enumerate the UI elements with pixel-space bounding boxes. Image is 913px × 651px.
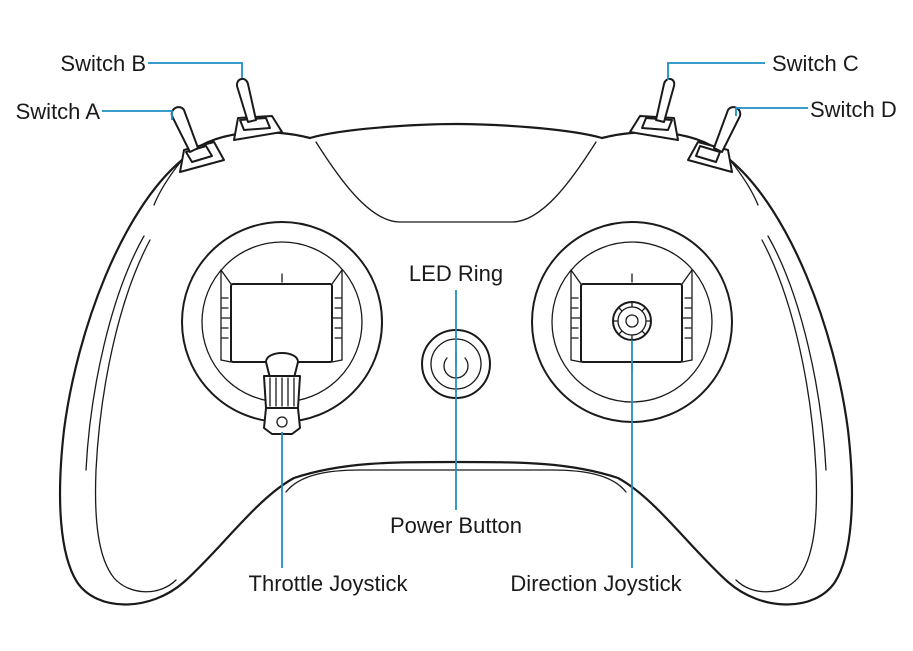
label-switch-a: Switch A bbox=[16, 99, 101, 124]
label-switch-d: Switch D bbox=[810, 97, 897, 122]
leader-lines bbox=[102, 62, 808, 568]
throttle-joystick[interactable] bbox=[181, 221, 383, 435]
switch-c[interactable] bbox=[629, 78, 679, 141]
label-switch-c: Switch C bbox=[772, 51, 859, 76]
switch-d[interactable] bbox=[687, 106, 742, 173]
switch-a[interactable] bbox=[170, 106, 225, 173]
label-direction-joystick: Direction Joystick bbox=[510, 571, 682, 596]
label-switch-b: Switch B bbox=[60, 51, 146, 76]
label-throttle-joystick: Throttle Joystick bbox=[249, 571, 409, 596]
label-led-ring: LED Ring bbox=[409, 261, 503, 286]
switch-b[interactable] bbox=[233, 78, 283, 141]
label-power-button: Power Button bbox=[390, 513, 522, 538]
